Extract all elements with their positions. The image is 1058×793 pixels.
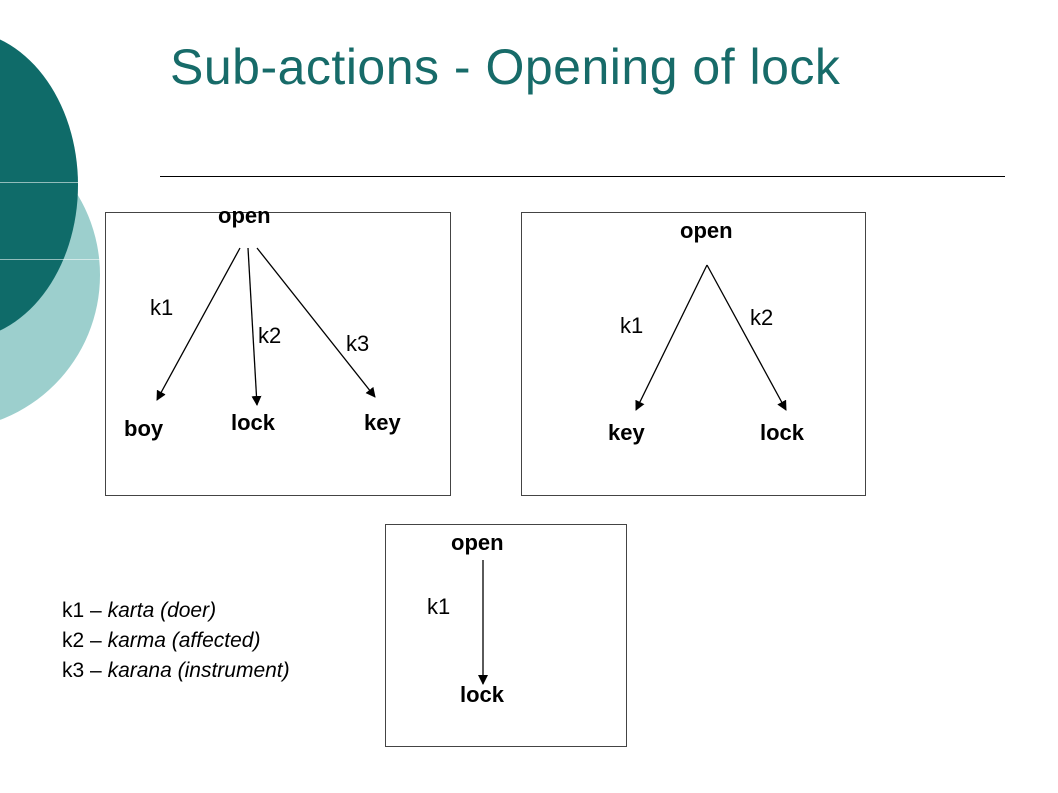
- d1-child-node-2: lock: [231, 410, 276, 435]
- legend-code: k1: [62, 599, 85, 622]
- legend-row: k3 – karana (instrument): [62, 656, 290, 686]
- d2-edge-label-2: k2: [750, 305, 774, 330]
- decorative-circles: [0, 0, 110, 793]
- legend: k1 – karta (doer) k2 – karma (affected) …: [62, 596, 290, 686]
- legend-row: k2 – karma (affected): [62, 626, 290, 656]
- deco-line: [0, 259, 110, 260]
- d1-child-node-1: boy: [124, 416, 164, 441]
- legend-meaning: karana (instrument): [107, 659, 290, 682]
- legend-code: k3: [62, 659, 85, 682]
- d3-root-node: open: [451, 530, 504, 555]
- d1-edge-label-2: k2: [258, 323, 282, 348]
- d2-child-node-2: lock: [760, 420, 805, 445]
- diagram-box-1: [105, 212, 451, 496]
- legend-code: k2: [62, 629, 85, 652]
- d1-child-node-3: key: [364, 410, 401, 435]
- d2-root-node: open: [680, 218, 733, 243]
- diagram-box-2: [521, 212, 866, 496]
- arrow-open-key-2: [635, 264, 708, 411]
- legend-meaning: karta (doer): [107, 599, 217, 622]
- d3-edge-label-1: k1: [427, 594, 451, 619]
- diagram-box-3: [385, 524, 627, 747]
- arrow-open-key: [256, 247, 376, 398]
- d1-root-node: open: [218, 203, 271, 228]
- legend-separator: –: [90, 629, 102, 652]
- arrow-open-lock-2: [706, 264, 787, 411]
- arrow-open-lock: [247, 247, 262, 406]
- legend-row: k1 – karta (doer): [62, 596, 290, 626]
- d2-edge-label-1: k1: [620, 313, 644, 338]
- d1-edge-label-3: k3: [346, 331, 370, 356]
- deco-line: [0, 182, 110, 183]
- slide-title: Sub-actions - Opening of lock: [170, 39, 841, 95]
- legend-separator: –: [90, 599, 102, 622]
- title-underline: [160, 176, 1005, 177]
- legend-separator: –: [90, 659, 102, 682]
- arrow-open-boy: [156, 247, 241, 401]
- d3-child-node-1: lock: [460, 682, 505, 707]
- legend-meaning: karma (affected): [107, 629, 261, 652]
- d1-edge-label-1: k1: [150, 295, 174, 320]
- d2-child-node-1: key: [608, 420, 645, 445]
